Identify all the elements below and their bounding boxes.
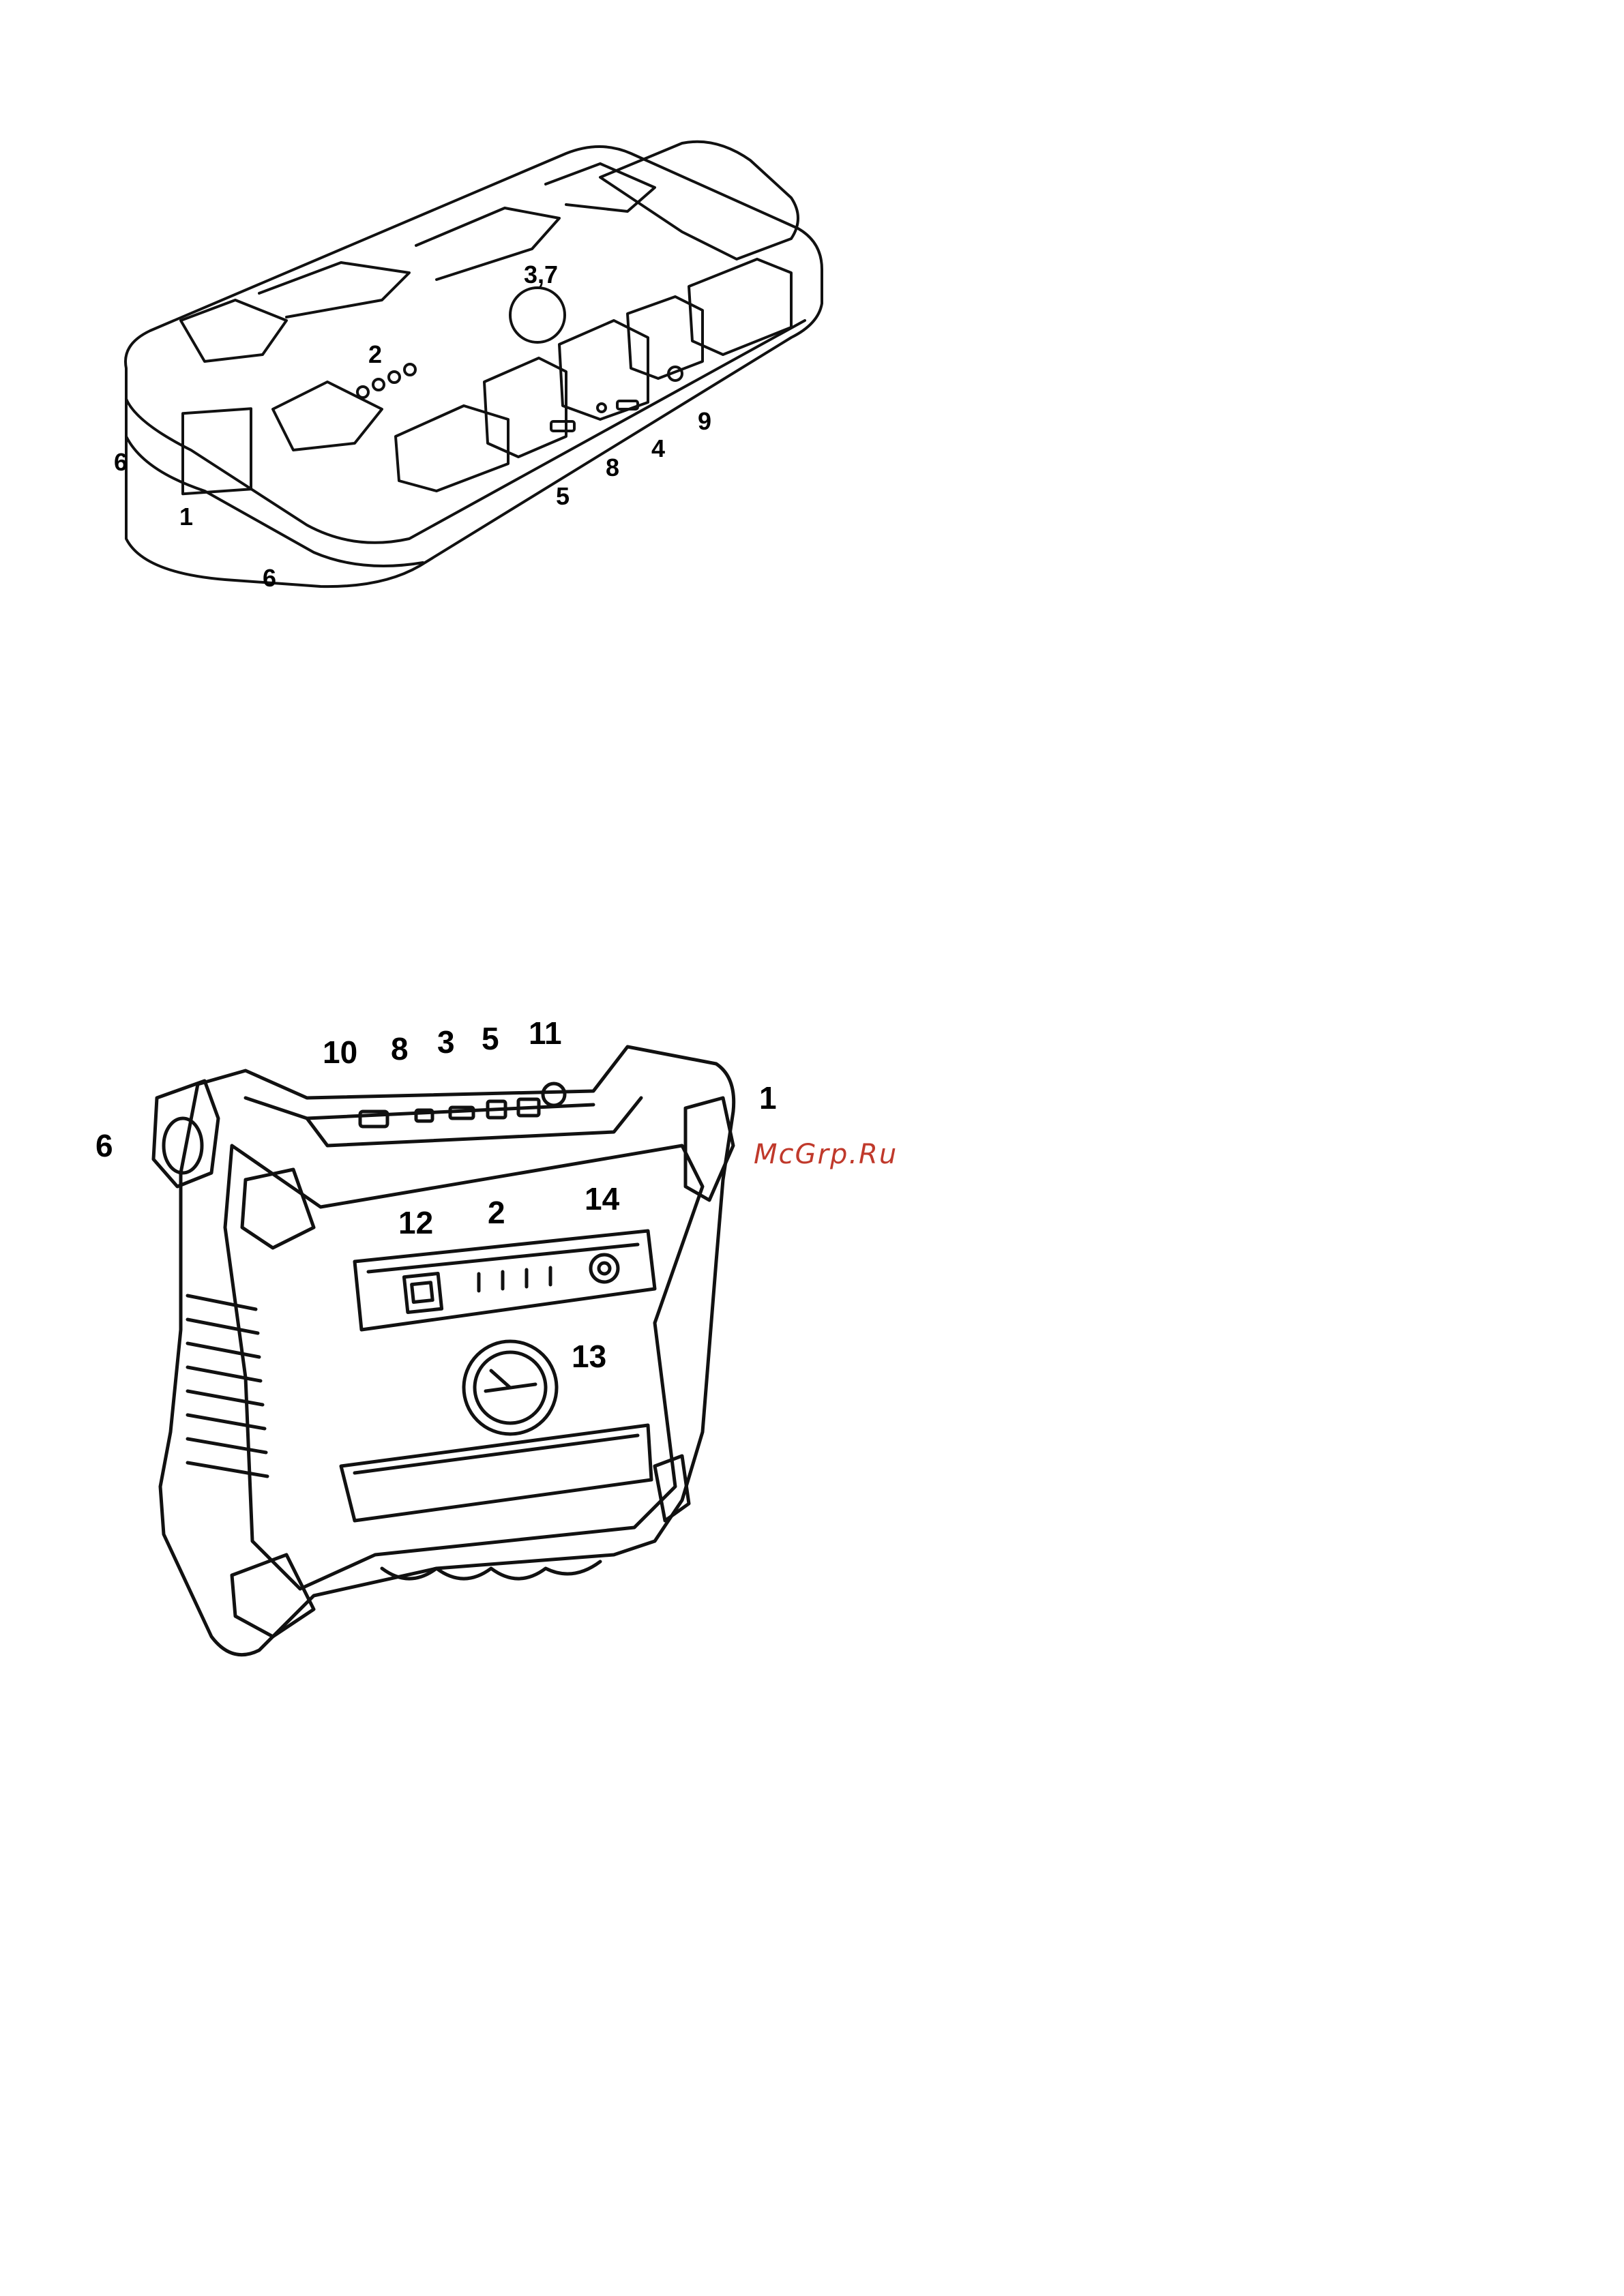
callout-switch-12: 12 bbox=[398, 1207, 433, 1238]
callout-port-5: 5 bbox=[482, 1023, 499, 1054]
callout-button-14: 14 bbox=[585, 1183, 619, 1214]
callout-clamp-housing-6: 6 bbox=[95, 1130, 113, 1161]
callout-port-11: 11 bbox=[529, 1017, 562, 1049]
callout-indicator-leds-2: 2 bbox=[488, 1197, 505, 1228]
callout-usb-10: 10 bbox=[323, 1037, 357, 1068]
callout-gauge-13: 13 bbox=[572, 1341, 606, 1372]
callout-clamp-port-1: 1 bbox=[759, 1082, 777, 1114]
callout-port-8: 8 bbox=[391, 1033, 409, 1064]
watermark-text: McGrp.Ru bbox=[754, 1139, 898, 1170]
callout-power-button-3: 3 bbox=[437, 1026, 455, 1058]
